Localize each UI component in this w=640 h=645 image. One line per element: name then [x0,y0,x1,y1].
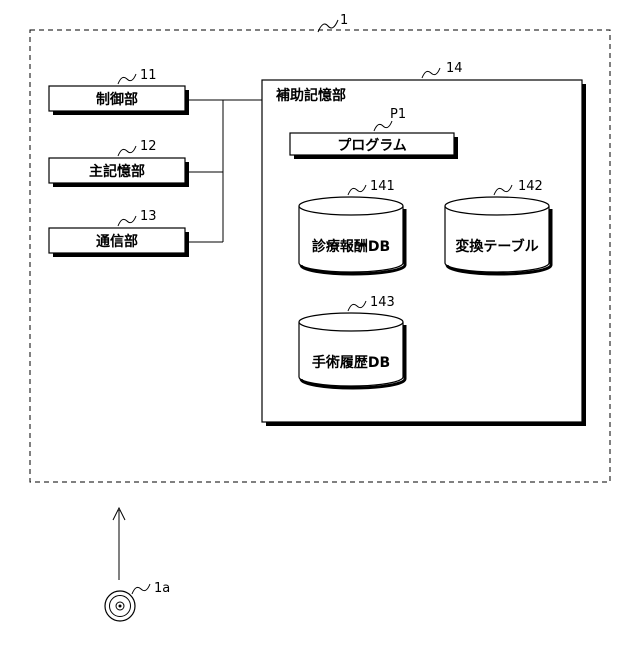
medical-fee-db-label: 診療報酬DB [312,238,390,255]
program-label: プログラム [337,137,407,154]
main-memory-label: 主記憶部 [89,163,145,180]
disc-ref-leader [132,584,150,594]
communication-unit-ref-leader [118,216,136,226]
disc-icon [105,591,135,621]
surgery-history-db-ref: 143 [370,295,395,310]
medical-fee-db-cylinder [299,197,405,274]
disc-ref: 1a [154,581,170,596]
auxiliary-storage-label: 補助記憶部 [275,87,346,104]
surgery-history-db-label: 手術履歴DB [312,354,390,371]
surgery-history-db-cylinder [299,313,405,388]
conversion-table-label: 変換テーブル [455,238,538,255]
control-unit-ref: 11 [140,68,157,83]
main-memory-ref: 12 [140,139,157,154]
device-ref: 1 [340,13,348,28]
communication-unit-ref: 13 [140,209,157,224]
main-memory-ref-leader [118,146,136,156]
conversion-table-cylinder [445,197,551,274]
control-unit-ref-leader [118,74,136,84]
control-unit-label: 制御部 [96,91,138,108]
communication-unit-label: 通信部 [96,233,138,250]
auxiliary-storage-ref: 14 [446,61,463,76]
auxiliary-storage-ref-leader [422,68,440,78]
medical-fee-db-ref: 141 [370,179,395,194]
conversion-table-ref: 142 [518,179,543,194]
program-ref: P1 [390,107,406,122]
